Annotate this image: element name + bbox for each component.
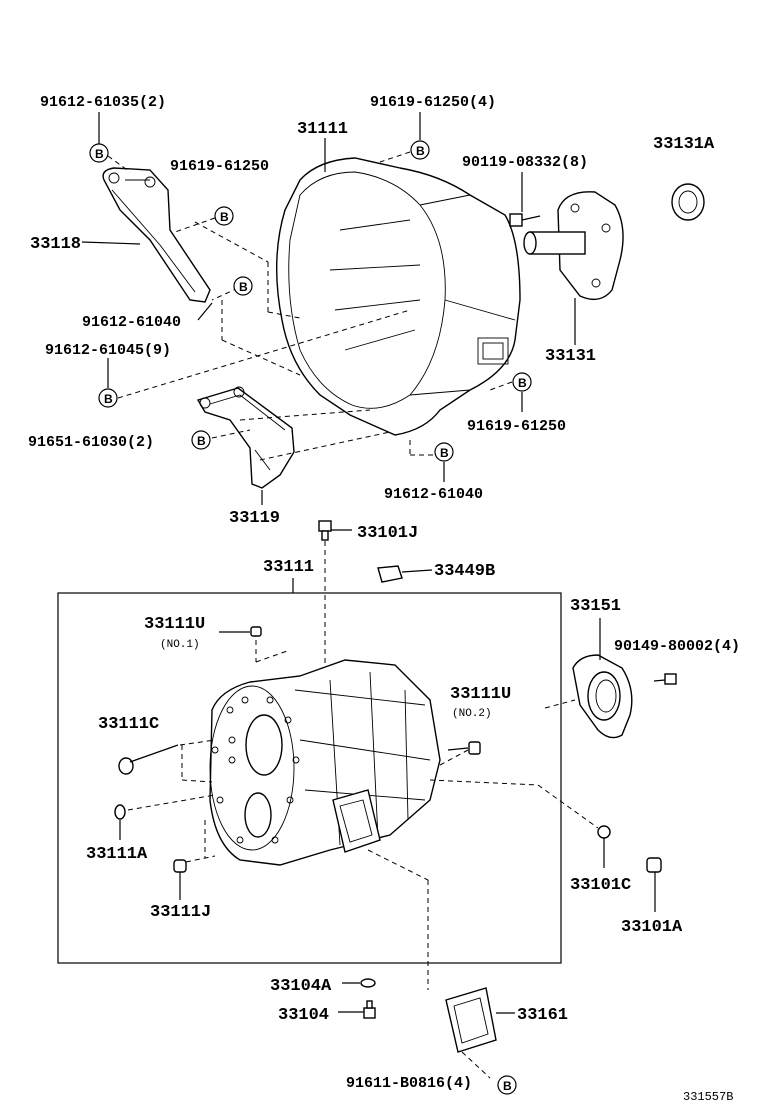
plug-33101A — [646, 857, 662, 873]
clip-33449B — [377, 565, 433, 583]
label-33101A: 33101A — [621, 918, 683, 937]
b-symbol-6: B — [512, 372, 532, 392]
svg-text:B: B — [503, 1079, 512, 1093]
plug-33111U-no1 — [250, 626, 262, 637]
label-91651-61030: 91651-61030(2) — [28, 434, 154, 451]
label-90119-08332: 90119-08332(8) — [462, 154, 588, 171]
plug-33111J — [173, 859, 187, 873]
label-33118: 33118 — [30, 235, 81, 254]
svg-text:B: B — [197, 434, 206, 448]
transmission-case-33111 — [209, 659, 441, 866]
bracket-33119 — [196, 386, 295, 489]
label-91612-61040-b: 91612-61040 — [384, 486, 483, 503]
svg-text:B: B — [239, 280, 248, 294]
bolt-90149-80002 — [653, 673, 677, 685]
label-33101J: 33101J — [357, 524, 418, 543]
label-91619-61250-b: 91619-61250 — [467, 418, 566, 435]
svg-text:B: B — [440, 446, 449, 460]
label-33111J: 33111J — [150, 903, 211, 922]
label-91619-61250-4: 91619-61250(4) — [370, 94, 496, 111]
label-33449B: 33449B — [434, 562, 495, 581]
label-91612-61040-a: 91612-61040 — [82, 314, 181, 331]
label-33111U-no1: 33111U — [144, 615, 205, 634]
label-33119: 33119 — [229, 509, 280, 528]
b-symbol-8: B — [434, 442, 454, 462]
plug-33104 — [363, 1000, 376, 1019]
label-33131A: 33131A — [653, 135, 715, 154]
b-symbol-7: B — [191, 430, 211, 450]
label-33101C: 33101C — [570, 876, 631, 895]
label-33104: 33104 — [278, 1006, 329, 1025]
label-33111U-no2-note: (NO.2) — [452, 708, 492, 720]
label-33161: 33161 — [517, 1006, 568, 1025]
label-33111U-no1-note: (NO.1) — [160, 639, 200, 651]
cover-33161 — [445, 987, 515, 1053]
label-91619-61250-a: 91619-61250 — [170, 158, 269, 175]
label-33111-mid: 33111 — [263, 558, 314, 577]
plug-33101C — [597, 825, 611, 839]
b-symbol-9: B — [497, 1075, 517, 1095]
label-33104A: 33104A — [270, 977, 332, 996]
drawing-number: 331557B — [683, 1090, 733, 1104]
svg-text:B: B — [104, 392, 113, 406]
label-33131: 33131 — [545, 347, 596, 366]
bolt-90119-08332 — [509, 213, 541, 227]
plug-33111A — [114, 804, 126, 820]
b-symbol-2: B — [410, 140, 430, 160]
washer-33104A — [360, 978, 376, 988]
svg-text:B: B — [416, 144, 425, 158]
svg-text:B: B — [95, 147, 104, 161]
svg-text:B: B — [518, 376, 527, 390]
b-symbol-3: B — [214, 206, 234, 226]
label-31111-top: 31111 — [297, 120, 348, 139]
bracket-33118 — [102, 167, 211, 303]
breather-plug-33101J — [318, 520, 352, 541]
label-33111C: 33111C — [98, 715, 159, 734]
label-91612-61045: 91612-61045(9) — [45, 342, 171, 359]
b-symbol-1: B — [89, 143, 109, 163]
label-33151: 33151 — [570, 597, 621, 616]
label-91611-B0816: 91611-B0816(4) — [346, 1075, 472, 1092]
plug-33111C — [118, 757, 134, 775]
b-symbol-4: B — [233, 276, 253, 296]
bearing-retainer-33131 — [523, 191, 624, 301]
b-symbol-5: B — [98, 388, 118, 408]
svg-text:B: B — [220, 210, 229, 224]
label-91612-61035: 91612-61035(2) — [40, 94, 166, 111]
label-33111U-no2: 33111U — [450, 685, 511, 704]
label-33111A: 33111A — [86, 845, 148, 864]
retainer-33151 — [572, 654, 633, 739]
assembly-frame — [57, 592, 562, 964]
label-90149-80002: 90149-80002(4) — [614, 638, 740, 655]
clutch-housing-31111 — [275, 157, 521, 436]
oil-seal-33131A — [671, 183, 705, 221]
plug-33111U-no2 — [468, 741, 481, 755]
